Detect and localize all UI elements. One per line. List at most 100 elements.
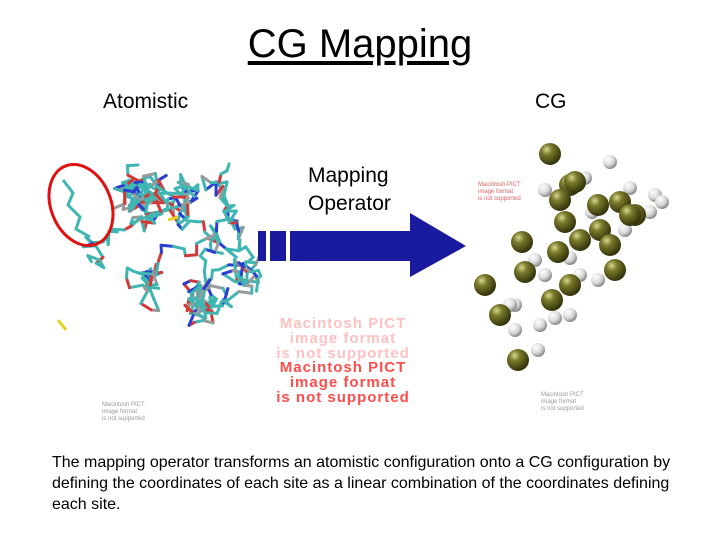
cg-site-light xyxy=(591,273,605,287)
molecule-bond xyxy=(184,253,199,258)
molecule-bond xyxy=(221,269,235,276)
pict-small-line: is not supported xyxy=(478,196,521,202)
cg-site-dark xyxy=(511,231,533,253)
cg-site-dark xyxy=(569,229,591,251)
molecule-bond xyxy=(180,219,192,231)
molecule-bond xyxy=(149,212,164,220)
molecule-bond xyxy=(141,172,157,178)
molecule-bond xyxy=(124,276,131,290)
molecule-bond xyxy=(205,297,217,306)
molecule-bond xyxy=(255,276,260,293)
molecule-bond xyxy=(154,259,160,276)
molecule-bond xyxy=(202,270,208,287)
cg-site-light xyxy=(508,323,522,337)
molecule-bond xyxy=(86,254,93,264)
molecule-bond xyxy=(126,163,140,168)
molecule-bond xyxy=(155,184,167,193)
molecule-bond xyxy=(217,263,231,272)
molecule-bond xyxy=(139,301,153,312)
molecule-bond xyxy=(209,284,225,290)
molecule-bond xyxy=(130,198,134,211)
highlighted-chain xyxy=(61,179,91,239)
molecule-bond xyxy=(197,287,206,300)
molecule-bond xyxy=(215,232,223,246)
molecule-bond xyxy=(124,266,129,280)
pict-small-line: is not supported xyxy=(541,406,584,412)
cg-site-light xyxy=(618,223,632,237)
pict-placeholder-faded: Macintosh PICT image format is not suppo… xyxy=(232,316,454,361)
atomistic-molecule-image xyxy=(47,162,263,331)
disulfide-bond xyxy=(167,215,179,222)
molecule-bond xyxy=(239,273,246,287)
cg-site-dark xyxy=(541,289,563,311)
molecule-bond xyxy=(155,199,164,216)
mapping-operator-line1: Mapping xyxy=(308,164,389,187)
cg-site-dark xyxy=(539,143,561,165)
cg-site-dark xyxy=(489,304,511,326)
cg-site-dark xyxy=(554,211,576,233)
cg-site-light xyxy=(563,308,577,322)
cg-site-dark xyxy=(559,274,581,296)
molecule-bond xyxy=(171,244,186,251)
pict-line: image format xyxy=(289,374,397,391)
molecule-bond xyxy=(139,271,155,276)
molecule-bond xyxy=(144,200,150,215)
molecule-bond xyxy=(244,245,255,259)
molecule-bond xyxy=(204,311,219,315)
molecule-bond xyxy=(227,209,238,225)
arrow-tail-bar-2 xyxy=(270,231,286,261)
molecule-bond xyxy=(195,237,208,245)
molecule-bond xyxy=(126,173,141,183)
pict-placeholder-small-2: Macintosh PICT image format is not suppo… xyxy=(102,402,145,423)
molecule-bond xyxy=(153,192,166,205)
molecule-bond xyxy=(204,232,219,241)
molecule-bond xyxy=(225,162,231,173)
mapping-arrow xyxy=(258,213,466,277)
cg-site-light xyxy=(623,181,637,195)
cg-site-light xyxy=(548,311,562,325)
molecule-bond xyxy=(94,244,105,259)
cg-site-light xyxy=(531,343,545,357)
highlight-circle xyxy=(47,162,115,248)
cg-site-light xyxy=(538,183,552,197)
molecule-bond xyxy=(218,196,229,208)
molecule-bond xyxy=(152,297,161,313)
molecule-bond xyxy=(200,175,213,185)
molecule-bond xyxy=(159,243,175,248)
pict-line: Macintosh PICT xyxy=(279,315,407,332)
pict-small-line: Macintosh PICT xyxy=(478,182,521,188)
molecule-bond xyxy=(224,247,241,253)
pict-small-line: image format xyxy=(541,399,577,405)
cg-site-light xyxy=(655,195,669,209)
caption-text: The mapping operator transforms an atomi… xyxy=(52,454,671,513)
pict-placeholder: Macintosh PICT image format is not suppo… xyxy=(232,360,454,405)
molecule-bond xyxy=(201,220,207,234)
molecule-bond xyxy=(213,242,220,254)
molecule-bond xyxy=(186,203,190,219)
mapping-operator-label: Mapping Operator xyxy=(308,162,391,218)
cg-site-dark xyxy=(514,261,536,283)
molecule-bond xyxy=(215,300,223,315)
arrow-tail-bar-1 xyxy=(258,231,266,261)
molecule-bond xyxy=(209,297,218,310)
pict-small-line: Macintosh PICT xyxy=(541,392,584,398)
molecule-bond xyxy=(130,215,144,228)
cg-site-light xyxy=(603,155,617,169)
molecule-bond xyxy=(176,215,190,227)
pict-line: is not supported xyxy=(276,389,410,406)
pict-line: Macintosh PICT xyxy=(279,359,407,376)
molecule-bond xyxy=(226,290,241,302)
molecule-bond xyxy=(203,247,217,254)
molecule-bond xyxy=(202,259,208,273)
cg-site-light xyxy=(538,268,552,282)
molecule-bond xyxy=(183,303,196,315)
pict-small-line: is not supported xyxy=(102,416,145,422)
molecule-bond xyxy=(110,202,127,211)
pict-small-line: image format xyxy=(478,189,514,195)
molecule-bond xyxy=(139,289,149,305)
molecule-bond xyxy=(202,276,214,291)
molecule-bond xyxy=(221,272,236,283)
cg-site-dark xyxy=(587,194,609,216)
molecule-bond xyxy=(163,190,176,199)
cg-sites xyxy=(474,143,669,371)
